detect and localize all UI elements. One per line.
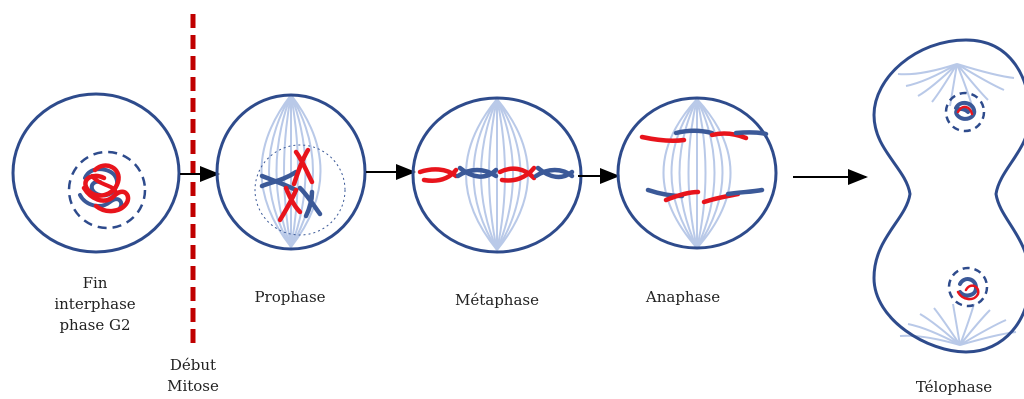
interphase-cell bbox=[11, 92, 181, 254]
label-interphase-line1: Fin bbox=[83, 274, 108, 292]
spindle-fibers-top bbox=[897, 63, 1015, 107]
label-anaphase: Anaphase bbox=[645, 288, 720, 306]
label-debut-line1: Début bbox=[170, 356, 216, 374]
chromosomes-upper bbox=[639, 128, 769, 144]
chromosomes bbox=[417, 165, 575, 183]
label-interphase-line2: interphase bbox=[54, 295, 135, 313]
nuclear-envelope bbox=[254, 144, 346, 236]
nucleus-bottom bbox=[947, 266, 989, 308]
telophase-membrane bbox=[872, 38, 1024, 354]
nucleus bbox=[67, 150, 147, 230]
label-metaphase: Métaphase bbox=[455, 291, 539, 309]
spindle-fibers bbox=[260, 94, 322, 248]
nucleus-top bbox=[944, 91, 986, 133]
telophase-cell bbox=[872, 38, 1024, 354]
chromatin bbox=[78, 163, 131, 214]
label-interphase-line3: phase G2 bbox=[59, 316, 130, 334]
anaphase-cell bbox=[616, 96, 778, 250]
chromosomes bbox=[259, 147, 323, 223]
prophase-cell bbox=[215, 93, 367, 251]
chromosomes-lower bbox=[645, 187, 765, 205]
label-telophase: Télophase bbox=[916, 378, 992, 396]
label-debut-line2: Mitose bbox=[167, 377, 219, 395]
label-prophase: Prophase bbox=[254, 288, 325, 306]
metaphase-cell bbox=[411, 96, 583, 254]
spindle-fibers bbox=[662, 98, 732, 249]
